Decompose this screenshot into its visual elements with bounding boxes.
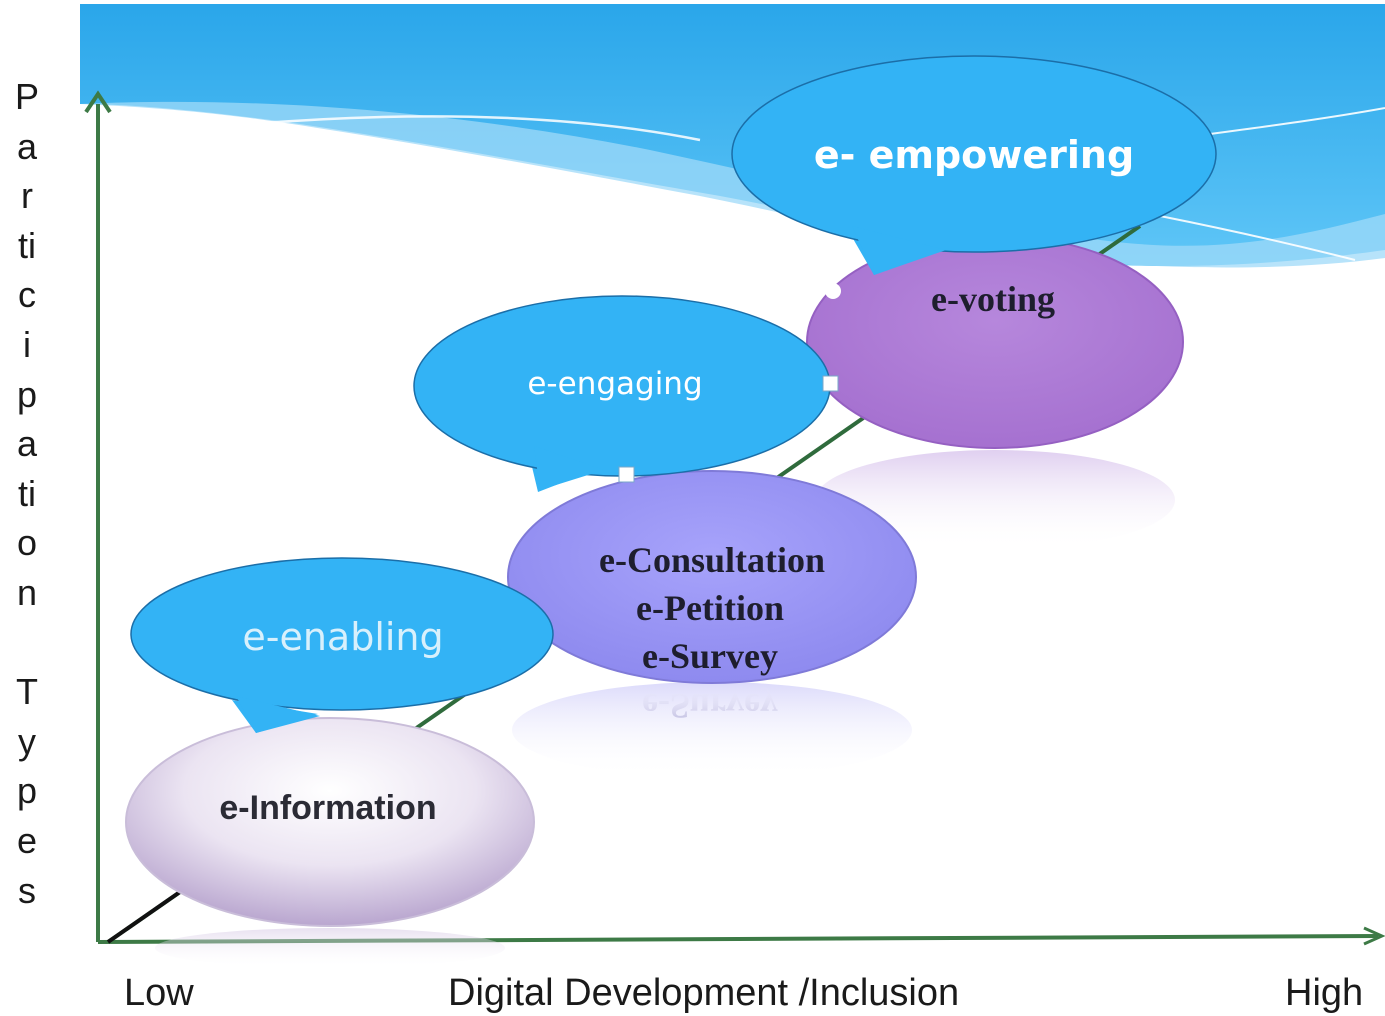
y-axis-title-letter: i (23, 323, 31, 365)
e-enabling-label: e-enabling (242, 615, 443, 659)
e-engaging-bubble: e-engaging (413, 283, 841, 492)
e-enabling-bubble: e-enabling (130, 557, 554, 733)
e-voting-node: e-voting (806, 235, 1184, 449)
e-engaging-label: e-engaging (527, 366, 702, 402)
y-axis-title-letter: a (16, 125, 38, 167)
x-axis-low-label: Low (124, 972, 194, 1014)
y-axis-title-letter: ti (18, 224, 36, 266)
e-consultation-reflection (512, 682, 912, 778)
y-axis-title-letter: s (18, 869, 36, 911)
y-axis (84, 90, 112, 942)
e-voting-label: e-voting (931, 279, 1055, 319)
y-axis-title-letter: n (16, 571, 38, 613)
e-information-label: e-Information (219, 789, 436, 827)
y-axis-title-letter: T (16, 671, 38, 713)
y-axis-title-letter: e (16, 819, 38, 861)
y-axis-title-letter (22, 618, 32, 668)
e-petition-label: e-Petition (636, 588, 784, 628)
e-empowering-bubble: e- empowering (731, 55, 1217, 275)
e-empowering-label: e- empowering (814, 133, 1134, 177)
y-axis-title-letter: o (16, 522, 38, 564)
y-axis-title-letter: p (16, 373, 38, 415)
y-axis-title-letter: P (14, 76, 39, 117)
y-axis-title-letter: ti (18, 472, 36, 514)
e-voting-reflection (815, 450, 1175, 550)
y-axis-title-letter: p (16, 770, 38, 812)
e-survey-label: e-Survey (642, 636, 778, 676)
y-axis-title-letter: a (16, 423, 38, 465)
x-axis-high-label: High (1285, 972, 1364, 1014)
e-information-node: e-Information (125, 717, 535, 927)
selection-handle (822, 375, 839, 392)
y-axis-title-letter: r (21, 175, 33, 217)
e-information-reflection (155, 928, 505, 968)
x-axis-title: Digital Development /Inclusion (448, 972, 960, 1014)
e-consultation-label: e-Consultation (599, 540, 825, 580)
e-consultation-node: e-Consultation e-Petition e-Survey e-Sur… (507, 470, 917, 726)
selection-handle (825, 283, 841, 299)
y-axis-title-letter: c (18, 274, 36, 316)
selection-handle (618, 466, 635, 483)
y-axis-title-letter: y (18, 720, 36, 762)
e-survey-reflection-text: e-Survey (642, 686, 778, 726)
